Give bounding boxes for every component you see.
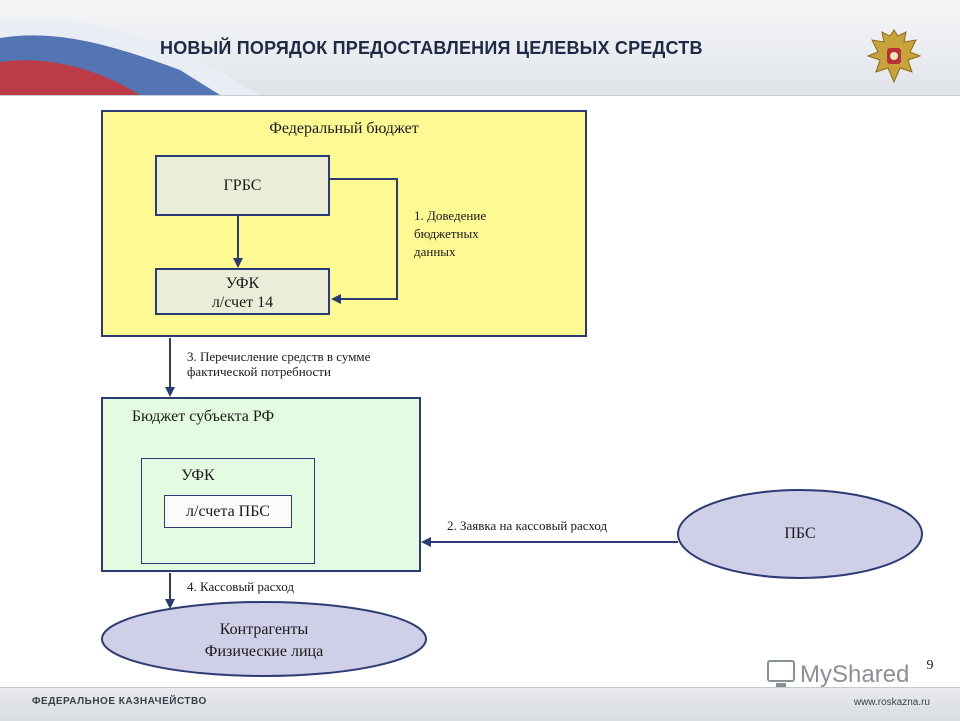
pbs-label: ПБС [784, 525, 816, 542]
counterparties-line2: Физические лица [204, 643, 324, 660]
monitor-icon [767, 660, 795, 682]
ufk-subject-frame [141, 458, 315, 564]
page-number: 9 [926, 658, 934, 673]
ufk-subject-label: УФК [181, 467, 215, 484]
step1-line3: данных [414, 244, 456, 259]
pbs-accounts-label: л/счета ПБС [186, 503, 270, 520]
step4-label: 4. Кассовый расход [187, 579, 295, 594]
footer-org-name: ФЕДЕРАЛЬНОЕ КАЗНАЧЕЙСТВО [32, 696, 207, 707]
page-title: НОВЫЙ ПОРЯДОК ПРЕДОСТАВЛЕНИЯ ЦЕЛЕВЫХ СРЕ… [160, 38, 703, 58]
step2-label: 2. Заявка на кассовый расход [447, 518, 608, 533]
step1-line2: бюджетных [414, 226, 479, 241]
step1-line1: 1. Доведение [414, 208, 487, 223]
watermark-text: MyShared [800, 661, 909, 688]
step3-line1: 3. Перечисление средств в сумме [187, 349, 371, 364]
subject-budget-box [101, 397, 421, 572]
step3-label: 3. Перечисление средств в сумме фактичес… [187, 348, 370, 381]
pbs-accounts-box: л/счета ПБС [164, 495, 292, 528]
counterparties-label: Контрагенты Физические лица [102, 619, 426, 663]
ufk-label: УФК [225, 275, 260, 292]
coat-of-arms-icon [866, 29, 922, 84]
footer-website: www.roskazna.ru [853, 697, 930, 708]
step1-label: 1. Доведение бюджетных данных [414, 207, 486, 261]
grbs-label: ГРБС [223, 177, 262, 194]
grbs-box: ГРБС [155, 155, 330, 216]
myshared-watermark: MyShared [767, 660, 909, 688]
step3-line2: фактической потребности [187, 364, 331, 379]
account-14-label: л/счет 14 [211, 294, 274, 311]
counterparties-line1: Контрагенты [219, 621, 309, 638]
header-banner: НОВЫЙ ПОРЯДОК ПРЕДОСТАВЛЕНИЯ ЦЕЛЕВЫХ СРЕ… [0, 0, 960, 96]
subject-budget-title: Бюджет субъекта РФ [131, 408, 275, 425]
russian-flag-graphic [0, 18, 260, 95]
federal-budget-title: Федеральный бюджет [269, 120, 419, 137]
ufk-account-14-box: УФК л/счет 14 [155, 268, 330, 315]
footer-bar: ФЕДЕРАЛЬНОЕ КАЗНАЧЕЙСТВО www.roskazna.ru [0, 687, 960, 721]
